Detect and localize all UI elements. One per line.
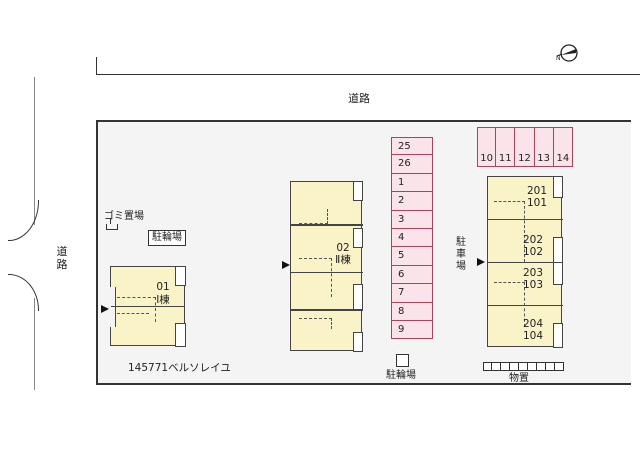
unit-label-lower: 101 xyxy=(526,197,548,209)
unit-label-upper: 201 xyxy=(526,185,548,197)
parking-row: 10 11 12 13 14 xyxy=(477,127,573,167)
balcony-notch xyxy=(553,323,563,348)
stair-outline xyxy=(299,258,332,297)
balcony-notch xyxy=(553,176,563,198)
unit-separator xyxy=(488,262,563,263)
road-boundary-left-lower xyxy=(34,298,35,390)
property-name: 145771ベルソレイユ xyxy=(128,362,231,374)
parking-space[interactable]: 11 xyxy=(496,127,516,167)
unit-separator xyxy=(488,305,563,306)
building-number: 02 xyxy=(336,242,350,254)
garbage-area-label: ゴミ置場 xyxy=(104,211,144,222)
parking-space[interactable]: 6 xyxy=(391,265,433,285)
car-parking-label: 駐車場 xyxy=(456,237,466,272)
road-corner-curve-lower xyxy=(8,274,39,311)
parking-space[interactable]: 14 xyxy=(553,127,573,167)
bike-parking-icon xyxy=(396,354,409,367)
stair-outline xyxy=(117,297,156,322)
road-label-top: 道路 xyxy=(348,92,370,105)
unit-separator xyxy=(488,219,563,220)
parking-space[interactable]: 5 xyxy=(391,247,433,266)
storage-units xyxy=(483,362,564,371)
road-boundary-tick xyxy=(96,57,97,74)
balcony-notch xyxy=(353,332,363,352)
stair-outline xyxy=(299,209,328,224)
parking-space[interactable]: 13 xyxy=(534,127,554,167)
bike-parking-center-label: 駐輪場 xyxy=(386,370,416,381)
north-arrow-icon: N xyxy=(556,44,578,62)
balcony-notch xyxy=(353,181,363,201)
stair-outline xyxy=(299,318,332,329)
unit-separator xyxy=(291,224,363,226)
parking-space[interactable]: 26 xyxy=(391,155,433,174)
entrance-arrow-icon xyxy=(477,258,485,266)
bike-parking-left-label: 駐輪場 xyxy=(148,230,186,246)
building-name: Ⅱ棟 xyxy=(335,254,351,266)
unit-separator xyxy=(291,309,363,311)
balcony-notch xyxy=(175,323,186,347)
building-2[interactable]: 02 Ⅱ棟 xyxy=(290,181,363,352)
building-number: 01 xyxy=(156,281,170,293)
parking-space[interactable]: 1 xyxy=(391,173,433,193)
garbage-area-icon xyxy=(106,224,118,230)
parking-column: 25 26 1 2 3 4 5 6 7 8 9 xyxy=(391,137,433,340)
parking-space[interactable]: 10 xyxy=(477,127,497,167)
road-boundary-left-upper xyxy=(34,77,35,225)
balcony-notch xyxy=(175,266,186,286)
entry-recess xyxy=(110,287,116,327)
stair-outline xyxy=(494,201,525,262)
balcony-notch xyxy=(353,228,363,248)
unit-label-upper: 203 xyxy=(522,267,544,279)
balcony-notch xyxy=(553,237,563,285)
building-name: Ⅰ棟 xyxy=(156,294,170,306)
unit-label-lower: 104 xyxy=(522,330,544,342)
unit-label-lower: 103 xyxy=(522,279,544,291)
unit-label-upper: 204 xyxy=(522,318,544,330)
building-3[interactable]: 201 101 202 102 203 103 204 104 xyxy=(487,176,563,348)
garbage-area-stem xyxy=(110,219,111,224)
parking-space[interactable]: 7 xyxy=(391,284,433,303)
parking-space[interactable]: 12 xyxy=(515,127,535,167)
unit-label-lower: 102 xyxy=(522,246,544,258)
parking-space[interactable]: 9 xyxy=(391,320,433,340)
entrance-arrow-icon xyxy=(282,261,290,269)
parking-space[interactable]: 25 xyxy=(391,137,433,156)
entrance-arrow-icon xyxy=(101,305,109,313)
building-1[interactable]: 01 Ⅰ棟 xyxy=(110,266,186,347)
unit-label-upper: 202 xyxy=(522,234,544,246)
road-corner-curve-upper xyxy=(8,200,39,241)
road-boundary-top xyxy=(96,74,640,75)
stair-outline xyxy=(117,313,149,324)
parking-space[interactable]: 3 xyxy=(391,210,433,229)
svg-text:N: N xyxy=(556,55,561,62)
road-label-left: 道路 xyxy=(56,245,68,271)
balcony-notch xyxy=(353,284,363,310)
unit-separator xyxy=(291,272,363,273)
unit-separator xyxy=(111,306,184,307)
stair-outline xyxy=(494,282,525,327)
parking-space[interactable]: 4 xyxy=(391,228,433,248)
parking-space[interactable]: 2 xyxy=(391,192,433,211)
storage-label: 物置 xyxy=(509,373,529,384)
parking-space[interactable]: 8 xyxy=(391,302,433,321)
